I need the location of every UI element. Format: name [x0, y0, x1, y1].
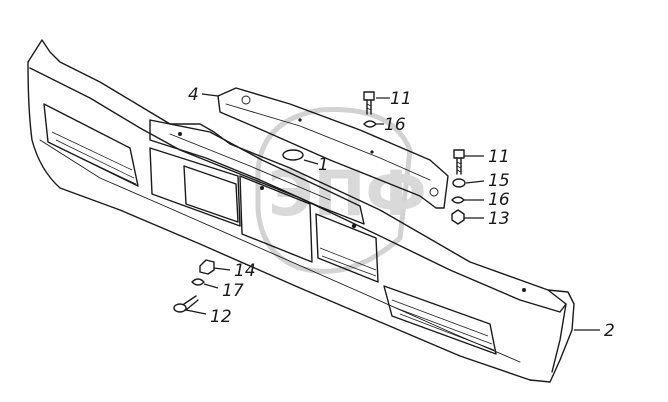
- callout-1: 1: [318, 155, 329, 175]
- watermark-logo: ЭПФ: [255, 107, 427, 274]
- washer-15: [452, 178, 466, 188]
- bolt-11-upper: [363, 91, 375, 115]
- callout-11-right: 11: [488, 147, 510, 167]
- callout-12: 12: [210, 307, 232, 327]
- callout-2: 2: [604, 321, 615, 341]
- callout-17: 17: [222, 281, 244, 301]
- callout-16-upper: 16: [384, 115, 406, 135]
- callout-4: 4: [188, 85, 199, 105]
- inner-reinforcement: [149, 119, 365, 225]
- callout-13: 13: [488, 209, 510, 229]
- lock-washer-16-right: [451, 196, 465, 204]
- nut-13: [451, 209, 465, 225]
- callout-14: 14: [234, 261, 256, 281]
- bolt-11-right: [453, 149, 465, 175]
- part-1-clip: [282, 149, 304, 161]
- callout-15: 15: [488, 171, 510, 191]
- callout-11-upper: 11: [390, 89, 412, 109]
- washer-17: [191, 278, 205, 286]
- nut-14: [199, 259, 215, 275]
- upper-bracket: [217, 87, 449, 209]
- callout-16-right: 16: [488, 190, 510, 210]
- bolt-12: [173, 295, 199, 313]
- leader-lines: [185, 93, 600, 331]
- washer-16-upper: [363, 120, 377, 128]
